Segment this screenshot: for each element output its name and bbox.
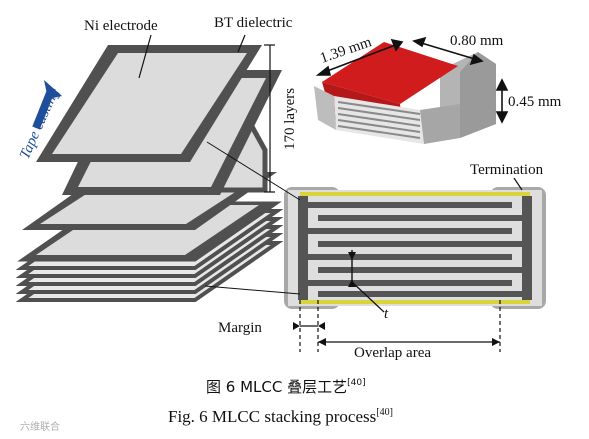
layer-stack: [15, 45, 284, 302]
bt-dielectric-label: BT dielectric: [214, 15, 293, 31]
detail-leader-bottom: [204, 285, 301, 295]
height-dimension: 0.45 mm: [508, 94, 562, 110]
caption-chinese-title: 图 6 MLCC 叠层工艺: [206, 378, 347, 396]
mlcc-chip-3d: [314, 42, 496, 144]
watermark-text: 六维联合: [20, 420, 60, 433]
margin-label: Margin: [218, 320, 262, 336]
bt-dielectric-leader: [237, 34, 246, 53]
overlap-area-label: Overlap area: [354, 345, 431, 361]
bottom-dimensions: [299, 300, 501, 352]
caption-chinese-ref: [40]: [347, 378, 365, 388]
detail-leader-top: [206, 141, 301, 201]
caption-english: Fig. 6 MLCC stacking process[40]: [168, 407, 393, 426]
caption-english-title: Fig. 6 MLCC stacking process: [168, 407, 376, 426]
layer-count-bracket: [264, 44, 275, 193]
layers-label: 170 layers: [282, 88, 298, 150]
caption-chinese: 图 6 MLCC 叠层工艺[40]: [206, 378, 366, 396]
bottom-dimension-arrowheads: [293, 322, 500, 346]
dimension-arrows: [315, 36, 509, 124]
termination-leader: [513, 177, 523, 191]
ni-electrode-leader: [138, 34, 152, 79]
ni-electrode-label: Ni electrode: [84, 18, 158, 34]
caption-english-ref: [40]: [376, 407, 393, 418]
termination-label: Termination: [470, 162, 544, 178]
thickness-label: t: [384, 306, 389, 322]
tape-casting-arrow: [32, 80, 62, 130]
width-dimension: 0.80 mm: [450, 33, 504, 49]
mlcc-cross-section: [284, 187, 546, 313]
